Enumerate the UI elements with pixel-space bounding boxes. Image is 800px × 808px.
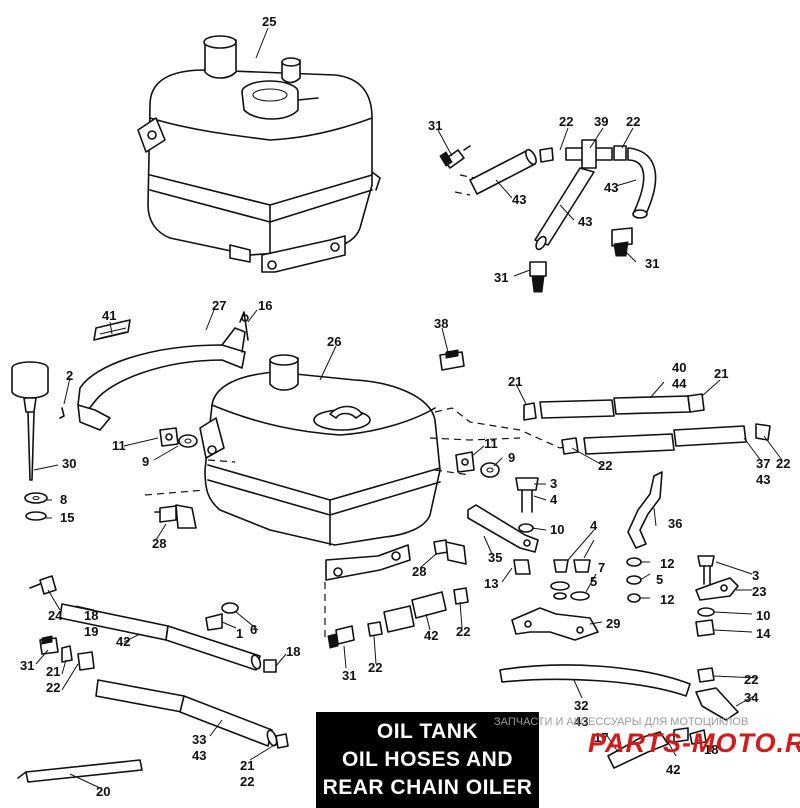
callout-22: 22 [598,458,612,473]
callout-31: 31 [342,668,356,683]
right-oil-hoses [523,393,771,455]
callout-4: 4 [590,518,598,533]
callout-23: 23 [752,584,766,599]
callout-39: 39 [594,114,608,129]
callout-33: 33 [192,732,206,747]
callout-10: 10 [550,522,564,537]
watermark-logo: PARTS-MOTO.RU [588,728,800,758]
callout-1: 1 [236,626,243,641]
callout-2: 2 [66,368,73,383]
callout-22: 22 [559,114,573,129]
callout-31: 31 [428,118,442,133]
callout-22: 22 [776,456,790,471]
callout-3: 3 [550,476,557,491]
callout-16: 16 [258,298,272,313]
callout-43: 43 [512,192,526,207]
tank-bracket [77,311,249,431]
callout-42: 42 [116,634,130,649]
callout-38: 38 [434,316,448,331]
callout-numbers: 25 31 22 39 22 43 43 43 31 31 41 27 16 2… [20,14,790,799]
callout-18: 18 [286,644,300,659]
callout-22: 22 [626,114,640,129]
title-line-3: REAR CHAIN OILER [322,776,533,799]
callout-7: 7 [598,560,605,575]
callout-42: 42 [424,628,438,643]
lower-left-hoses [17,575,289,783]
upper-hose-assembly [439,139,657,293]
callout-9: 9 [508,450,515,465]
callout-34: 34 [744,690,759,705]
oil-cap-dipstick [11,361,65,521]
center-oil-hose [327,587,469,649]
callout-36: 36 [668,516,682,531]
callout-41: 41 [102,308,116,323]
callout-22: 22 [46,680,60,695]
callout-10: 10 [756,608,770,623]
callout-28: 28 [412,564,426,579]
callout-43: 43 [192,748,206,763]
callout-43: 43 [578,214,592,229]
callout-14: 14 [756,626,771,641]
chain-oiler-hose [499,664,739,769]
callout-8: 8 [60,492,67,507]
callout-22: 22 [240,774,254,789]
callout-24: 24 [48,608,63,623]
callout-12: 12 [660,556,674,571]
callout-43: 43 [574,714,588,729]
callout-18: 18 [704,742,718,757]
callout-25: 25 [262,14,276,29]
callout-21: 21 [508,374,522,389]
title-line-2: OIL HOSES AND [341,748,514,771]
callout-11: 11 [112,438,126,453]
callout-31: 31 [645,256,659,271]
title-line-1: OIL TANK [376,720,479,743]
callout-32: 32 [574,698,588,713]
callout-6: 6 [250,622,257,637]
callout-3: 3 [752,568,759,583]
callout-22: 22 [456,624,470,639]
callout-27: 27 [212,298,226,313]
callout-35: 35 [488,550,502,565]
callout-17: 17 [594,730,608,745]
callout-15: 15 [60,510,74,525]
callout-28: 28 [152,536,166,551]
callout-30: 30 [62,456,76,471]
callout-29: 29 [606,616,620,631]
callout-12: 12 [660,592,674,607]
callout-13: 13 [484,576,498,591]
callout-5: 5 [656,572,663,587]
leader-lines [33,27,783,789]
lower-oil-tank [144,354,441,640]
callout-43: 43 [756,472,770,487]
callout-22: 22 [744,672,758,687]
callout-20: 20 [96,784,110,799]
callout-19: 19 [84,624,98,639]
callout-18: 18 [84,608,98,623]
callout-40: 40 [672,360,686,375]
callout-43: 43 [604,180,618,195]
callout-5: 5 [590,574,597,589]
watermark-text: ЗАПЧАСТИ И АКСЕССУАРЫ ДЛЯ МОТОЦИКЛОВ [494,716,749,728]
fittings-hardware [154,349,739,641]
callout-22: 22 [368,660,382,675]
callout-21: 21 [714,366,728,381]
callout-21: 21 [240,758,254,773]
upper-oil-tank [137,35,381,273]
callout-31: 31 [20,658,34,673]
callout-42: 42 [666,762,680,777]
callout-26: 26 [327,334,341,349]
callout-11: 11 [484,436,498,451]
callout-31: 31 [494,270,508,285]
diagram-title-box: OIL TANK OIL HOSES AND REAR CHAIN OILER [316,712,539,808]
callout-21: 21 [46,664,60,679]
callout-9: 9 [142,454,149,469]
callout-37: 37 [756,456,770,471]
callout-4: 4 [550,492,558,507]
callout-44: 44 [672,376,687,391]
